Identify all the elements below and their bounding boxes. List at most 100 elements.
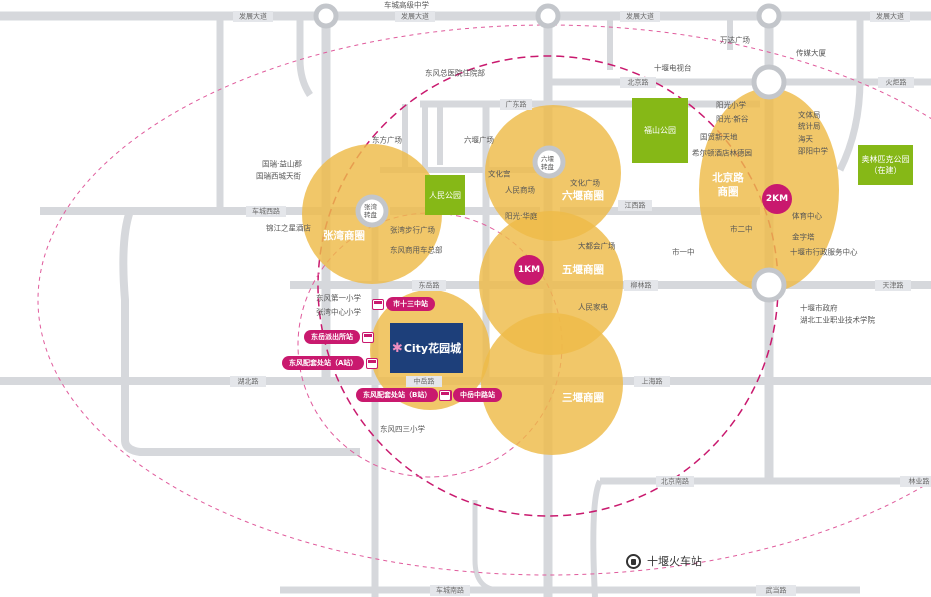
place-shigov: 十堰市政府 bbox=[800, 303, 838, 313]
mall-name: City花园城 bbox=[403, 342, 462, 355]
zone-title-beijing-1: 北京路 bbox=[712, 171, 744, 184]
road-label-chengnan: 车城南路 bbox=[436, 586, 464, 595]
place-dongfeng-hq: 东风商用车总部 bbox=[390, 245, 443, 255]
place-chuanmei: 传媒大厦 bbox=[796, 48, 826, 58]
place-yangguang-bay: 阳光·新谷 bbox=[716, 114, 749, 124]
bus-stop-dongfeng-plant[interactable]: 东岳派出所站 bbox=[304, 330, 376, 344]
place-wenhua-plaza: 文化广场 bbox=[570, 178, 600, 188]
train-station-icon bbox=[626, 553, 641, 569]
road-label-chexi: 车城西路 bbox=[252, 207, 280, 216]
junction-zhangwan-1: 张湾 bbox=[364, 202, 378, 211]
bus-icon bbox=[362, 331, 374, 343]
road-label-fazhan-1: 发展大道 bbox=[239, 12, 267, 21]
road-label-tianjin: 天津路 bbox=[883, 281, 904, 290]
road-label-linye: 林业路 bbox=[909, 477, 930, 486]
place-yangguang-primary: 阳光小学 bbox=[716, 100, 746, 110]
mall-logo-icon: ✱ bbox=[391, 340, 403, 356]
junction-zhangwan-2: 转盘 bbox=[364, 210, 378, 219]
roundabout-zhangwan bbox=[355, 194, 389, 228]
place-hubei-college: 湖北工业职业技术学院 bbox=[800, 315, 875, 325]
road-sw-curve bbox=[590, 479, 603, 597]
train-station[interactable]: 十堰火车站 bbox=[626, 553, 702, 569]
road-label-jiangxi: 江西路 bbox=[625, 201, 646, 210]
zone-title-zhangwan: 张湾商圈 bbox=[323, 229, 365, 242]
bus-stop-zhongyue[interactable]: 中岳中路站 bbox=[437, 388, 502, 402]
zone-title-wuyan: 五堰商圈 bbox=[562, 263, 604, 276]
place-liuyan-sq: 六堰广场 bbox=[464, 135, 494, 145]
place-guomaojing: 国瑞西城天街 bbox=[256, 171, 301, 181]
roundabout-n bbox=[535, 3, 561, 29]
road-label-beijing-1: 北京路 bbox=[628, 78, 649, 87]
place-dongfang: 东方广场 bbox=[372, 135, 402, 145]
road-label-huoju: 火炬路 bbox=[886, 78, 907, 87]
place-labels: 东风总医院住院部 万达广场 十堰电视台 传媒大厦 阳光小学 阳光·新谷 国贸新天… bbox=[256, 35, 875, 434]
road-label-dongyue: 东岳路 bbox=[419, 281, 440, 290]
road-label-shanghai: 上海路 bbox=[642, 377, 663, 386]
bus-stop-dongfeng-a[interactable]: 东风配套处站（A站） bbox=[282, 356, 380, 370]
label-2km: 2KM bbox=[766, 194, 788, 204]
zone-title-beijing-2: 商圈 bbox=[718, 185, 739, 198]
park-renmin[interactable]: 人民公园 bbox=[425, 175, 465, 215]
roundabout-nw bbox=[313, 3, 339, 29]
road-label-guangdong: 广东路 bbox=[506, 100, 527, 109]
place-tv: 十堰电视台 bbox=[654, 63, 692, 73]
road-v-300 bbox=[296, 16, 313, 97]
road-label-fazhan-2: 发展大道 bbox=[401, 12, 429, 21]
road-labels: 发展大道 发展大道 发展大道 发展大道 车城高级中学 广东路 北京路 火炬路 江… bbox=[230, 0, 931, 596]
place-wenti: 文体局 bbox=[798, 110, 821, 120]
label-checheng-high: 车城高级中学 bbox=[384, 0, 429, 10]
interchange-north bbox=[751, 64, 787, 100]
road-label-zhongyue: 中岳路 bbox=[414, 377, 435, 386]
marker-1km bbox=[514, 255, 544, 285]
road-label-wuyan: 武当路 bbox=[766, 586, 787, 595]
bus-icon bbox=[366, 357, 379, 369]
place-guomao: 国贸新天地 bbox=[700, 132, 738, 142]
zone-title-sanyan: 三堰商圈 bbox=[562, 391, 604, 404]
park-fushan[interactable]: 福山公园 bbox=[632, 98, 688, 163]
bus-stop-s13[interactable]: 市十三中站 bbox=[370, 297, 435, 311]
place-renmin-elec: 人民家电 bbox=[578, 302, 608, 312]
place-zhangwan-plaza: 张湾步行广场 bbox=[390, 225, 435, 235]
place-tiyu: 体育中心 bbox=[792, 211, 822, 221]
place-shierzhong: 市二中 bbox=[730, 224, 753, 234]
zone-sanyan bbox=[481, 313, 623, 455]
label-1km: 1KM bbox=[518, 265, 540, 275]
junction-liuyan-1: 六堰 bbox=[541, 154, 555, 163]
road-label-liulin: 柳林路 bbox=[631, 281, 652, 290]
bus-icon bbox=[439, 389, 451, 401]
zone-wuyan bbox=[479, 211, 623, 355]
road-label-fazhan-4: 发展大道 bbox=[876, 12, 904, 21]
road-label-beijingnan-1: 北京南路 bbox=[661, 477, 689, 486]
interchange-south bbox=[751, 267, 787, 303]
city-garden-mall[interactable]: ✱ City花园城 bbox=[390, 323, 463, 373]
park-olympic[interactable]: 奥林匹克公园 （在建） bbox=[858, 145, 913, 185]
place-hengyuan: 希尔顿酒店林德园 bbox=[692, 148, 752, 158]
marker-2km bbox=[762, 184, 792, 214]
road-rail-curve bbox=[472, 500, 501, 593]
road-label-fazhan-3: 发展大道 bbox=[626, 12, 654, 21]
train-station-label: 十堰火车站 bbox=[647, 555, 702, 568]
place-dongfeng-hospital: 东风总医院住院部 bbox=[425, 68, 485, 78]
bus-icon bbox=[372, 298, 384, 310]
place-jinjiang: 锦江之星酒店 bbox=[266, 223, 311, 233]
place-jinzhun: 金字塔 bbox=[792, 232, 815, 242]
zone-title-liuyan: 六堰商圈 bbox=[562, 189, 604, 202]
place-wenhuagong: 文化宫 bbox=[488, 169, 511, 179]
roundabout-ne bbox=[756, 3, 782, 29]
road-west-loop bbox=[119, 209, 360, 456]
place-zhangwan-mid: 张湾中心小学 bbox=[316, 307, 361, 317]
place-zhengwu: 十堰市行政服务中心 bbox=[790, 247, 858, 257]
place-dadao-plaza: 大都会广场 bbox=[578, 241, 616, 251]
place-renmin-mall: 人民商场 bbox=[505, 185, 535, 195]
place-guomaoyi: 国瑞·益山郡 bbox=[262, 159, 302, 169]
road-label-hubei: 湖北路 bbox=[238, 377, 259, 386]
place-dongfeng3: 东风四三小学 bbox=[380, 424, 425, 434]
place-huayang: 邵阳中学 bbox=[798, 146, 828, 156]
road-v-860 bbox=[836, 16, 864, 172]
place-wanda: 万达广场 bbox=[720, 35, 750, 45]
place-tongji: 统计局 bbox=[798, 121, 821, 131]
roundabout-liuyan bbox=[532, 145, 566, 179]
place-shiyizhong: 市一中 bbox=[672, 247, 695, 257]
